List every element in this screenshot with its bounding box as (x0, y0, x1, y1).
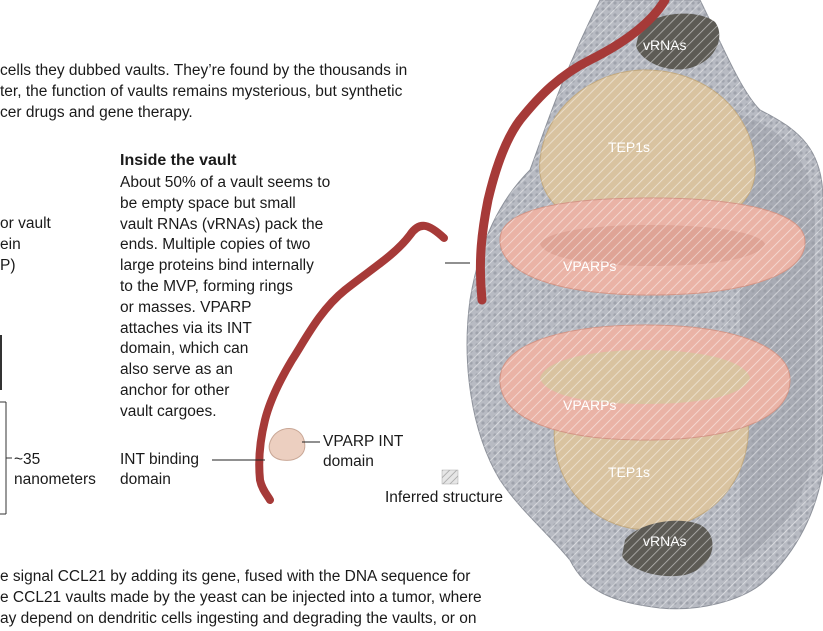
label-tep1-bottom: TEP1s (608, 464, 650, 480)
vrna-bottom (622, 520, 713, 577)
fragment-line: P) (0, 256, 16, 274)
bottom-line: ay depend on dendritic cells ingesting a… (0, 610, 477, 627)
body-line: attaches via its INT (120, 319, 252, 337)
body-line: domain, which can (120, 340, 249, 358)
body-line: to the MVP, forming rings (120, 277, 293, 295)
tep1-top (539, 69, 756, 236)
body-line: vault RNAs (vRNAs) pack the (120, 215, 324, 233)
size-value: ~35 (14, 451, 41, 468)
label-vrna-bottom: vRNAs (643, 533, 687, 549)
inside-vault-heading: Inside the vault (120, 152, 237, 169)
scale-bracket (0, 335, 12, 515)
intro-paragraph: cells they dubbed vaults. They’re found … (0, 60, 407, 123)
bottom-paragraph: e signal CCL21 by adding its gene, fused… (0, 566, 482, 629)
body-line: also serve as an (120, 361, 233, 379)
vparp-int-domain-shape (268, 428, 306, 461)
body-line: ends. Multiple copies of two (120, 236, 311, 254)
inferred-structure-label: Inferred structure (385, 489, 504, 506)
vrna-top (636, 13, 720, 70)
body-line: large proteins bind internally (120, 257, 314, 275)
vparp-int-line2: domain (323, 453, 374, 470)
label-vrna-top: vRNAs (643, 37, 687, 53)
body-line: vault cargoes. (120, 402, 217, 420)
label-vparp-bottom: VPARPs (563, 397, 616, 413)
fragment-line: or vault (0, 215, 51, 232)
mvp-label-fragment: or vault ein P) (0, 214, 51, 276)
vparp-int-line1: VPARP INT (323, 433, 404, 450)
body-line: be empty space but small (120, 194, 296, 212)
bottom-line: e signal CCL21 by adding its gene, fused… (0, 568, 471, 585)
inferred-structure-swatch (441, 469, 459, 485)
size-label: ~35 nanometers (14, 450, 96, 490)
label-tep1-top: TEP1s (608, 139, 650, 155)
mvp-strand-vault (475, 0, 670, 305)
bottom-line: e CCL21 vaults made by the yeast can be … (0, 589, 482, 606)
intro-line: ter, the function of vaults remains myst… (0, 83, 403, 100)
body-line: About 50% of a vault seems to (120, 174, 331, 191)
int-binding-line1: INT binding (120, 451, 199, 468)
vparp-ring-bottom (499, 324, 791, 441)
body-line: or masses. VPARP (120, 298, 252, 316)
fragment-line: ein (0, 235, 21, 253)
size-unit: nanometers (14, 471, 96, 488)
int-binding-label: INT binding domain (120, 450, 199, 490)
intro-line: cells they dubbed vaults. They’re found … (0, 62, 408, 79)
body-line: anchor for other (120, 381, 230, 399)
inside-vault-body: About 50% of a vault seems to be empty s… (120, 173, 330, 423)
vparp-ring-top (499, 197, 806, 296)
int-binding-line2: domain (120, 471, 171, 488)
intro-line: cer drugs and gene therapy. (0, 104, 193, 121)
label-vparp-top: VPARPs (563, 258, 616, 274)
mvp-monomer (255, 221, 448, 504)
vparp-int-label: VPARP INT domain (323, 432, 403, 472)
